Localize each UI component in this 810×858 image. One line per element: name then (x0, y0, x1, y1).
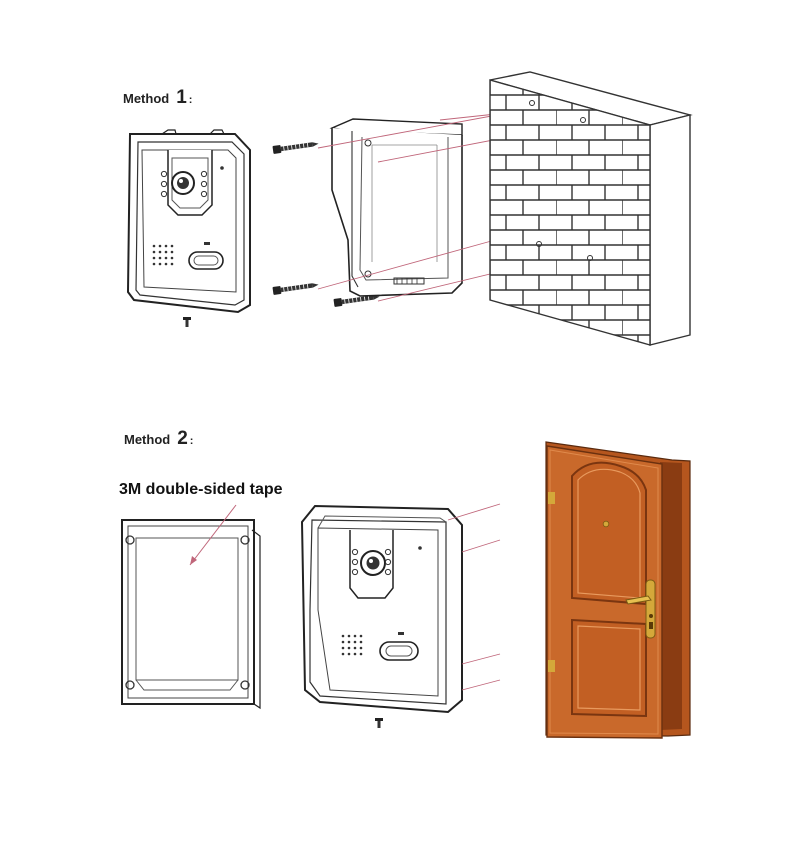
mounting-back-box (329, 118, 463, 297)
method-1-colon: : (188, 94, 193, 106)
tape-label: 3M double-sided tape (119, 481, 283, 498)
method-1-number: 1 (176, 87, 187, 108)
method-2-heading: Method 2: (124, 428, 193, 450)
method-1-heading: Method 1: (123, 87, 192, 109)
camera-lens-icon (171, 171, 195, 195)
alignment-lines-method-2 (447, 503, 501, 691)
camera-lens-icon (360, 550, 386, 576)
method-2-colon: : (189, 435, 194, 447)
screw-icon (375, 718, 383, 728)
method-2-word: Method (124, 432, 171, 447)
tape-back-plate (121, 519, 261, 710)
door-icon (545, 441, 691, 739)
method-2-number: 2 (177, 428, 188, 449)
brick-wall-icon (489, 71, 693, 346)
method-1-word: Method (123, 91, 170, 106)
speaker-grille-icon (152, 244, 174, 266)
screw-icon (183, 317, 191, 327)
speaker-grille-icon (341, 634, 363, 656)
tape-pointer-arrow (189, 504, 237, 566)
doorbell-unit-angled (300, 504, 463, 728)
doorbell-unit-front (126, 129, 251, 327)
